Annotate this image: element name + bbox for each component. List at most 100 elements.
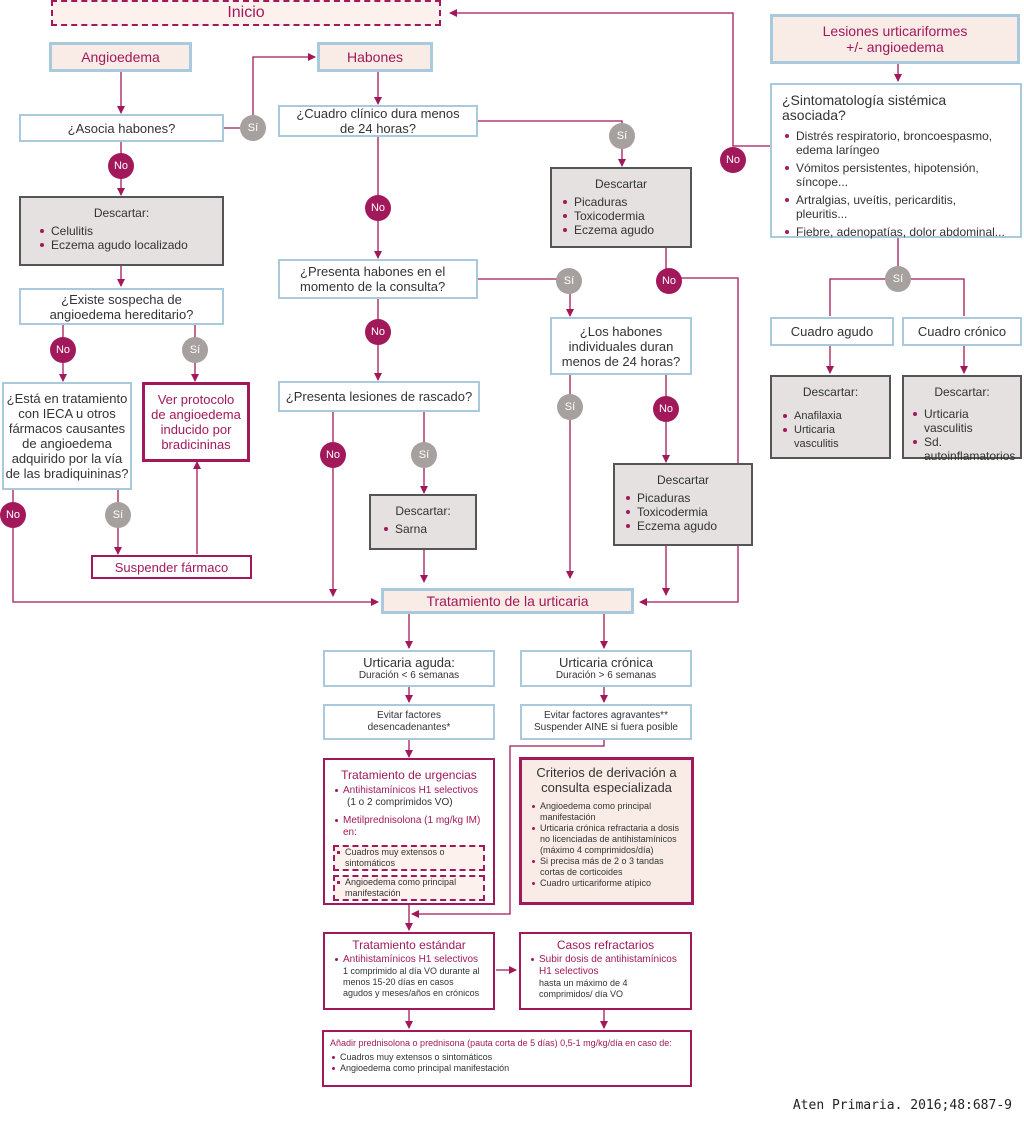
- angioedema-label: Angioedema: [81, 49, 160, 65]
- descartar-cronico-item: Sd. autoinflamatorios: [910, 435, 1015, 463]
- sospecha-hereditario-box: ¿Existe sospecha de angioedema hereditar…: [19, 288, 224, 325]
- asocia-habones-label: ¿Asocia habones?: [67, 120, 176, 136]
- sintomatologia-item: Vómitos persistentes, hipotensión, sínco…: [782, 161, 1010, 189]
- suspender-farmaco-box: Suspender fármaco: [91, 555, 252, 579]
- urticaria-cronica-title: Urticaria crónica: [559, 655, 653, 670]
- criterios-item: Si precisa más de 2 o 3 tandas cortas de…: [530, 856, 683, 878]
- sospecha-line-2: angioedema hereditario?: [49, 306, 194, 322]
- evitar-2-line-1: Evitar factores agravantes**: [544, 710, 668, 721]
- descartar-3-item: Picaduras: [623, 491, 743, 505]
- start-box: Inicio: [51, 0, 441, 26]
- lesiones-rascado-label: ¿Presenta lesiones de rascado?: [285, 389, 473, 404]
- descartar-1-item: Celulitis: [37, 224, 206, 238]
- citation: Aten Primaria. 2016;48:687-9: [792, 1098, 1012, 1113]
- lesiones-line-1: Lesiones urticariformes: [822, 23, 968, 39]
- estandar-dosis: 1 comprimido al día VO durante al menos …: [343, 966, 480, 998]
- prednisolona-title: Añadir prednisolona o prednisona (pauta …: [330, 1038, 672, 1048]
- cuadro-24h-box: ¿Cuadro clínico dura menos de 24 horas?: [278, 105, 478, 137]
- cuadro-agudo-label: Cuadro agudo: [790, 324, 874, 339]
- descartar-cronico-title: Descartar:: [934, 385, 990, 399]
- tratamiento-urgencias-box: Tratamiento de urgencias Antihistamínico…: [323, 758, 495, 905]
- urgencias-item: Angioedema como principal manifestación: [333, 875, 485, 901]
- angioedema-box: Angioedema: [49, 42, 192, 72]
- descartar-2-item: Picaduras: [560, 195, 682, 209]
- si-circle: Sí: [557, 394, 583, 420]
- no-circle: No: [365, 319, 391, 345]
- ieca-line-1: ¿Está en tratamiento: [6, 391, 128, 406]
- refractarios-subir-dosis: Subir dosis de antihistamínicos H1 selec…: [539, 954, 677, 977]
- tratamiento-estandar-box: Tratamiento estándar Antihistamínicos H1…: [323, 932, 495, 1010]
- lesiones-rascado-box: ¿Presenta lesiones de rascado?: [278, 381, 480, 412]
- refractarios-maximo: hasta un máximo de 4 comprimidos/ día VO: [539, 978, 628, 999]
- habones-individuales-box: ¿Los habones individuales duran menos de…: [550, 317, 692, 375]
- no-circle: No: [50, 337, 76, 363]
- protocolo-box: Ver protocolo de angioedema inducido por…: [142, 382, 250, 462]
- cuadro-agudo-box: Cuadro agudo: [770, 317, 894, 346]
- urgencias-metilprednisolona: Metilprednisolona (1 mg/kg IM) en:: [343, 815, 481, 838]
- descartar-sarna-item: Sarna: [381, 522, 465, 536]
- descartar-2-title: Descartar: [594, 177, 647, 191]
- habones-label: Habones: [346, 49, 404, 65]
- protocolo-line-4: bradicininas: [161, 437, 231, 452]
- si-circle: Sí: [609, 123, 635, 149]
- si-circle: Sí: [240, 115, 266, 141]
- presenta-habones-box: ¿Presenta habones en el momento de la co…: [278, 259, 478, 299]
- no-circle: No: [0, 502, 26, 528]
- descartar-2-item: Eczema agudo: [560, 223, 682, 237]
- descartar-2-item: Toxicodermia: [560, 209, 682, 223]
- evitar-2-line-2: Suspender AINE si fuera posible: [534, 722, 678, 733]
- estandar-antihistaminicos: Antihistamínicos H1 selectivos: [343, 954, 479, 965]
- tratamiento-urticaria-label: Tratamiento de la urticaria: [426, 593, 589, 609]
- sintomatologia-title: ¿Sintomatología sistémica asociada?: [782, 92, 947, 123]
- ieca-line-5: adquirido por la vía: [11, 451, 123, 466]
- sintomatologia-item: Artralgias, uveítis, pericarditis, pleur…: [782, 193, 1010, 221]
- descartar-3-item: Toxicodermia: [623, 505, 743, 519]
- tratamiento-ieca-box: ¿Está en tratamiento con IECA u otros fá…: [2, 382, 132, 490]
- sintomatologia-item: Fiebre, adenopatías, dolor abdominal...: [782, 225, 1010, 239]
- prednisolona-item: Cuadros muy extensos o sintomáticos: [330, 1052, 684, 1063]
- descartar-3-box: Descartar Picaduras Toxicodermia Eczema …: [613, 463, 753, 546]
- habones-individuales-line-3: menos de 24 horas?: [561, 353, 681, 369]
- descartar-agudo-item: Anafilaxia: [780, 409, 881, 423]
- descartar-3-title: Descartar: [656, 473, 709, 487]
- descartar-agudo-title: Descartar:: [802, 385, 859, 399]
- evitar-1-line-1: Evitar factores: [377, 710, 441, 721]
- criterios-item: Angioedema como principal manifestación: [530, 801, 683, 823]
- criterios-title-2: consulta especializada: [541, 780, 672, 795]
- si-circle: Sí: [411, 442, 437, 468]
- habones-box: Habones: [317, 42, 433, 72]
- si-circle: Sí: [182, 337, 208, 363]
- urticaria-aguda-box: Urticaria aguda: Duración < 6 semanas: [323, 650, 495, 687]
- criterios-item: Cuadro urticariforme atípico: [530, 878, 683, 889]
- casos-refractarios-box: Casos refractarios Subir dosis de antihi…: [519, 932, 692, 1010]
- protocolo-line-3: inducido por: [160, 422, 232, 437]
- presenta-habones-line-2: momento de la consulta?: [300, 279, 446, 294]
- evitar-desencadenantes-box: Evitar factores desencadenantes*: [323, 704, 495, 740]
- no-circle: No: [720, 147, 746, 173]
- prednisolona-box: Añadir prednisolona o prednisona (pauta …: [322, 1030, 692, 1087]
- sintomatologia-item: Distrés respiratorio, broncoespasmo, ede…: [782, 129, 1010, 157]
- urgencias-antihistaminicos: Antihistamínicos H1 selectivos: [343, 785, 479, 796]
- asocia-habones-box: ¿Asocia habones?: [19, 114, 224, 142]
- descartar-1-box: Descartar: Celulitis Eczema agudo locali…: [19, 196, 224, 266]
- no-circle: No: [653, 396, 679, 422]
- sospecha-line-1: ¿Existe sospecha de: [61, 291, 182, 307]
- prednisolona-item: Angioedema como principal manifestación: [330, 1063, 684, 1074]
- urgencias-item: Cuadros muy extensos o sintomáticos: [333, 845, 485, 871]
- criterios-derivacion-box: Criterios de derivación a consulta espec…: [519, 757, 694, 905]
- criterios-item: Urticaria crónica refractaria a dosis no…: [530, 823, 683, 856]
- urticaria-cronica-box: Urticaria crónica Duración > 6 semanas: [520, 650, 692, 687]
- suspender-label: Suspender fármaco: [114, 559, 229, 575]
- descartar-agudo-box: Descartar: Anafilaxia Urticaria vasculit…: [770, 375, 891, 459]
- start-label: Inicio: [227, 4, 265, 21]
- tratamiento-urticaria-box: Tratamiento de la urticaria: [381, 588, 634, 614]
- no-circle: No: [656, 268, 682, 294]
- urticaria-aguda-title: Urticaria aguda:: [363, 655, 455, 670]
- ieca-line-6: de las bradiquininas?: [5, 466, 129, 481]
- cuadro-cronico-box: Cuadro crónico: [902, 317, 1022, 346]
- si-circle: Sí: [885, 266, 911, 292]
- descartar-2-box: Descartar Picaduras Toxicodermia Eczema …: [550, 167, 692, 248]
- descartar-sarna-title: Descartar:: [395, 504, 451, 518]
- sintomatologia-box: ¿Sintomatología sistémica asociada? Dist…: [770, 83, 1022, 239]
- descartar-3-item: Eczema agudo: [623, 519, 743, 533]
